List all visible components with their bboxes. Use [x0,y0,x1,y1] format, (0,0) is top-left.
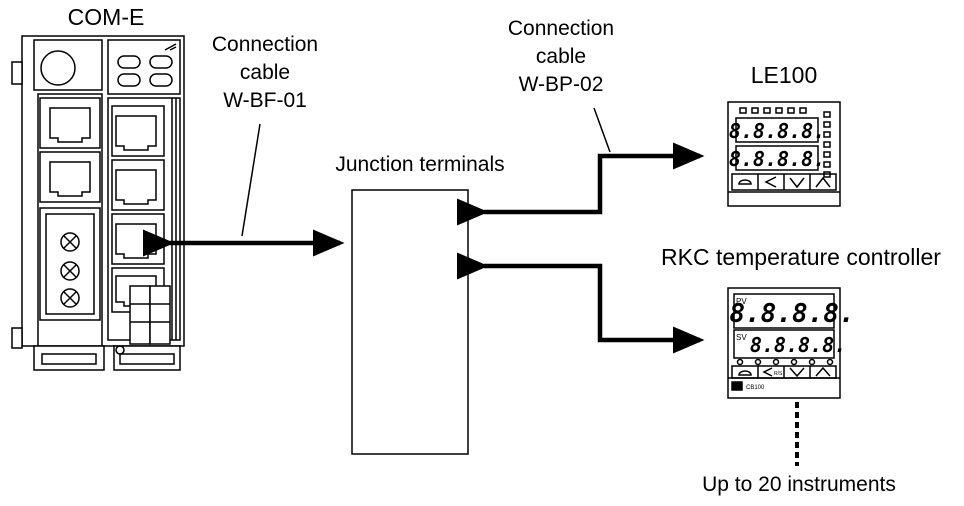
cable1-label-line1: Connection [211,33,319,56]
rkc-status-leds [736,358,834,366]
le100-pv-display: 8.8.8.8. [729,119,825,143]
rkc-pv-tag: PV [736,297,747,306]
cable1-label-line2: cable [239,61,291,84]
com-e-module [11,35,185,371]
cable2-leader-line [593,107,611,153]
rkc-up-key-icon [815,366,831,377]
le100-sv-display: 8.8.8.8. [729,147,825,171]
rkc-shift-key-icon [762,367,773,377]
le100-status-leds [739,107,807,114]
rkc-controller-title: RKC temperature controller [661,244,941,270]
indicator-circle [40,50,76,86]
cable1-label-line3: W-BF-01 [223,89,307,112]
le100-down-key-icon [789,177,805,189]
le100-title: LE100 [750,62,818,88]
rkc-rs-key-label: R/S [774,371,783,377]
junction-terminals-label: Junction terminals [335,153,505,176]
rkc-model-label: CB100 [746,385,765,391]
rkc-brand-logo [731,381,743,391]
cable2-label-line3: W-BP-02 [518,73,604,96]
rkc-controller [727,287,841,399]
cable-w-bp-02-line [457,142,705,226]
rkc-pv-display: 8.8.8.8. [729,299,854,329]
up-to-instruments-label: Up to 20 instruments [702,473,896,496]
le100-up-key-icon [815,176,831,188]
com-e-title: COM-E [67,4,145,30]
le100-shift-key-icon [764,176,777,188]
le100-side-leds [823,111,831,178]
rkc-sv-tag: SV [736,333,747,342]
junction-terminals-box [351,189,469,455]
rkc-mode-key-icon [738,370,752,376]
cable2-label-line2: cable [535,45,587,68]
rkc-sv-display: 8.8.8.8. [750,333,846,357]
rkc-down-key-icon [789,367,805,378]
rkc-connection-line [457,252,705,354]
cable2-label-line1: Connection [507,17,615,40]
le100-controller [727,101,841,207]
cable1-leader-line [241,123,261,237]
le100-mode-key-icon [738,179,752,185]
